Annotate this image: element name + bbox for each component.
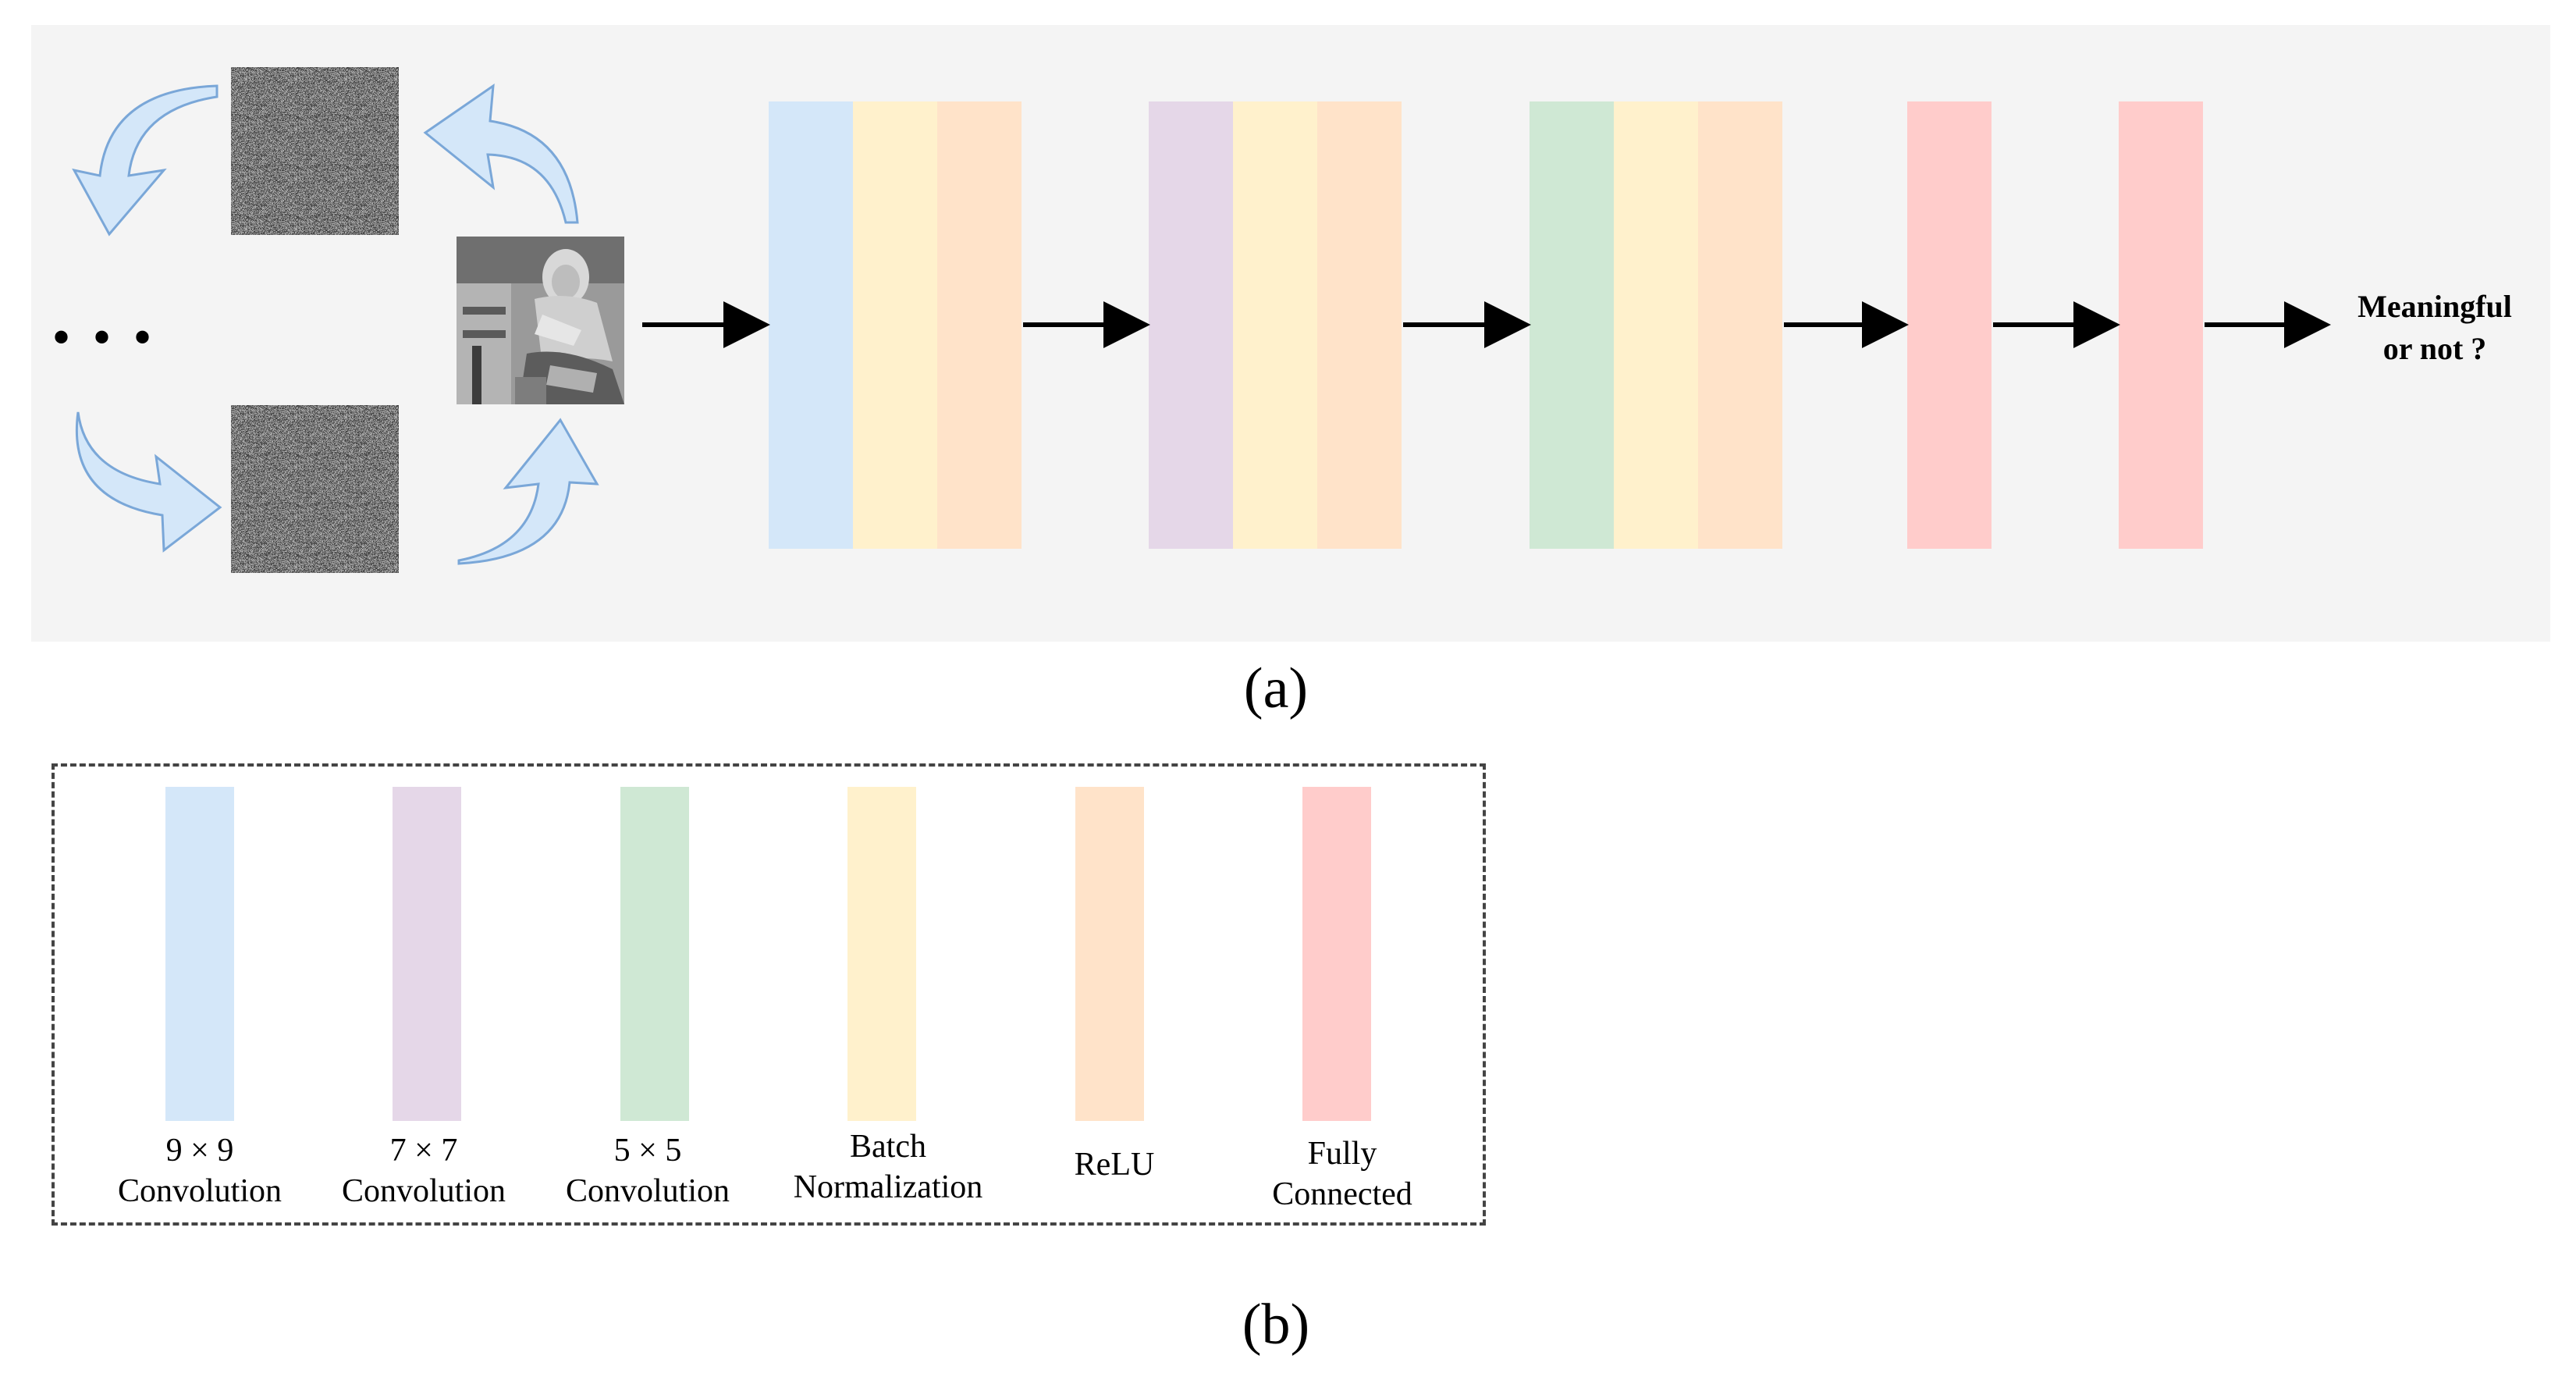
panel-a-caption: (a)	[1198, 656, 1354, 722]
legend-label-fc: Fully Connected	[1225, 1133, 1459, 1215]
legend-swatch-fc	[1302, 787, 1371, 1121]
legend-label-conv5: 5 × 5 Convolution	[531, 1130, 765, 1211]
curved-arrow-icon	[425, 86, 577, 222]
legend-swatch-conv9	[165, 787, 234, 1121]
legend-label-batchnorm: Batch Normalization	[771, 1126, 1005, 1208]
legend-swatch-relu	[1075, 787, 1144, 1121]
legend-swatch-conv7	[393, 787, 461, 1121]
curved-arrow-icon	[74, 86, 217, 234]
legend-label-conv7: 7 × 7 Convolution	[307, 1130, 541, 1211]
legend-label-conv9: 9 × 9 Convolution	[83, 1130, 317, 1211]
legend-swatch-conv5	[620, 787, 689, 1121]
panel-b-caption: (b)	[1198, 1292, 1354, 1358]
legend-swatch-batchnorm	[847, 787, 916, 1121]
legend-label-relu: ReLU	[997, 1144, 1231, 1185]
curved-arrow-icon	[459, 420, 597, 564]
curved-arrow-icon	[76, 412, 220, 550]
